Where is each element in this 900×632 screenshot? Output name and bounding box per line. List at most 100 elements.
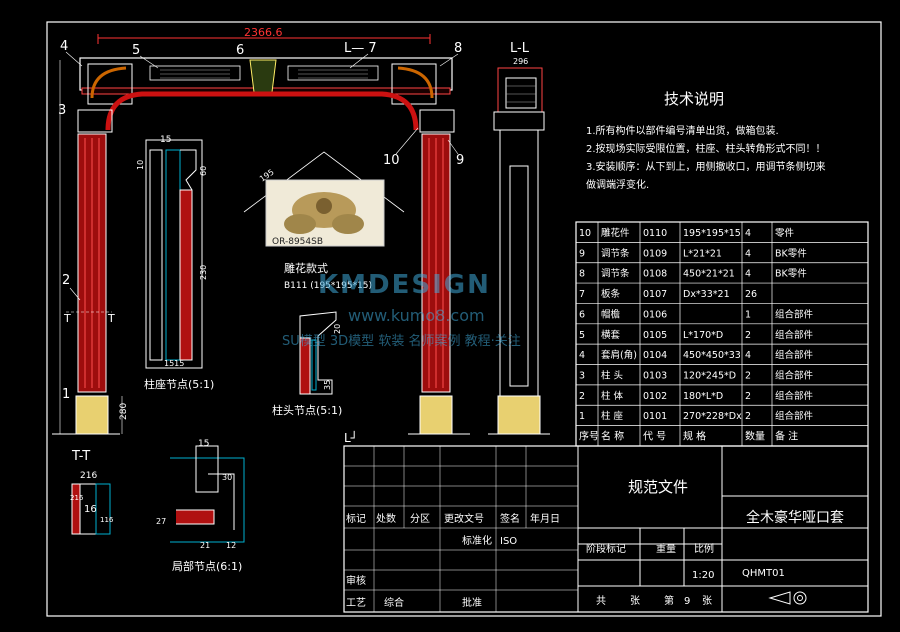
caption-capital-node: 柱头节点(5:1) (272, 403, 342, 417)
svg-text:第: 第 (664, 594, 674, 607)
sheet-border (46, 21, 882, 617)
table-cell: 柱 体 (601, 390, 624, 402)
cut-t-left: T (63, 312, 71, 325)
table-cell: 195*195*15 (683, 228, 741, 239)
svg-text:1515: 1515 (164, 359, 184, 368)
table-header-cell: 名 称 (601, 430, 624, 443)
svg-text:10: 10 (136, 160, 145, 170)
callouts: 4 5 6 L— 7 8 3 2 T T 1 10 9 (58, 39, 464, 402)
table-cell: 组合部件 (775, 349, 814, 361)
svg-text:9: 9 (684, 596, 690, 607)
ll-label: L-L (510, 41, 530, 56)
table-cell: BK零件 (775, 247, 807, 259)
table-cell: 组合部件 (775, 329, 814, 341)
table-cell: 板条 (601, 288, 621, 300)
right-base (419, 395, 453, 435)
svg-text:审核: 审核 (346, 574, 366, 587)
table-cell: 120*245*D (683, 371, 736, 382)
svg-text:工艺: 工艺 (346, 597, 366, 609)
table-cell: 6 (579, 309, 585, 320)
svg-text:16: 16 (84, 504, 97, 515)
table-cell: 横套 (601, 329, 621, 341)
svg-text:20: 20 (333, 324, 342, 334)
svg-text:27: 27 (156, 517, 166, 526)
svg-text:216: 216 (80, 471, 97, 481)
watermark-url: www.kumo8.com (348, 306, 485, 325)
table-header-cell: 备 注 (775, 430, 798, 443)
table-cell: 2 (745, 391, 751, 402)
svg-text:230: 230 (199, 265, 208, 280)
keystone (249, 59, 277, 93)
table-cell: 0107 (643, 289, 667, 300)
table-cell: 0104 (643, 350, 667, 361)
svg-text:60: 60 (199, 166, 208, 176)
table-cell: 4 (745, 248, 751, 259)
svg-text:更改文号: 更改文号 (444, 512, 484, 525)
svg-text:21: 21 (200, 541, 210, 550)
table-cell: 组合部件 (775, 308, 814, 320)
table-cell: 0105 (643, 330, 667, 341)
svg-text:比例: 比例 (694, 542, 714, 555)
doc-type: 规范文件 (628, 478, 688, 496)
l-mark-bottom: L┘ (344, 430, 358, 445)
tt-label: T-T (71, 449, 90, 464)
dim-top-width: 2366.6 (244, 26, 283, 39)
table-cell: 0110 (643, 228, 667, 239)
table-cell: 450*21*21 (683, 269, 735, 280)
drawing-code: QHMT01 (742, 568, 785, 579)
table-cell: 9 (579, 248, 585, 259)
table-cell: 帽檐 (601, 308, 621, 320)
table-cell: 8 (579, 269, 585, 280)
svg-text:116: 116 (100, 516, 114, 524)
table-cell: 0108 (643, 269, 667, 280)
table-cell: 450*450*33 (683, 350, 741, 361)
table-cell: Dx*33*21 (683, 289, 730, 300)
svg-text:阶段标记: 阶段标记 (586, 542, 626, 555)
watermark-brand: KMDESIGN (318, 270, 491, 300)
svg-text:2.按现场实际受限位置，柱座、柱头转角形式不同！！: 2.按现场实际受限位置，柱座、柱头转角形式不同！！ (586, 142, 826, 155)
svg-text:296: 296 (513, 57, 528, 66)
table-cell: L*21*21 (683, 248, 722, 259)
table-header-cell: 规 格 (683, 430, 706, 443)
svg-text:张: 张 (630, 595, 640, 607)
cut-t-right: T (107, 312, 115, 325)
project-name: 全木豪华哑口套 (746, 509, 844, 526)
table-cell: 4 (579, 350, 585, 361)
table-cell: 柱 头 (601, 370, 623, 382)
callout-7: L— 7 (344, 41, 377, 56)
callout-10: 10 (383, 153, 400, 168)
table-cell: 套肩(角) (601, 349, 637, 361)
table-cell: 组合部件 (775, 410, 814, 422)
carving-model: OR-8954SB (272, 237, 323, 247)
callout-2: 2 (62, 273, 70, 288)
table-cell: 1 (579, 411, 585, 422)
table-cell: 10 (579, 228, 591, 239)
ll-section: L-L 296 (488, 41, 550, 435)
carving-title: 雕花款式 (284, 261, 328, 275)
svg-text:共: 共 (596, 595, 606, 607)
svg-text:重量: 重量 (656, 542, 676, 555)
svg-text:30: 30 (222, 473, 232, 482)
left-base (75, 395, 109, 435)
table-cell: 雕花件 (601, 227, 630, 239)
table-cell: 组合部件 (775, 370, 814, 382)
table-cell: 0109 (643, 248, 667, 259)
table-cell: 组合部件 (775, 390, 814, 402)
caption-column-node: 柱座节点(5:1) (144, 377, 214, 391)
table-cell: 零件 (775, 227, 795, 239)
table-cell: 0106 (643, 309, 667, 320)
svg-text:15: 15 (198, 439, 209, 449)
table-cell: 7 (579, 289, 585, 300)
svg-text:216: 216 (70, 494, 84, 502)
table-cell: 270*228*Dx (683, 411, 742, 422)
callout-5: 5 (132, 43, 140, 58)
svg-text:12: 12 (226, 541, 236, 550)
table-header-cell: 数量 (745, 430, 765, 443)
table-cell: 2 (579, 391, 585, 402)
table-cell: 4 (745, 269, 751, 280)
svg-text:ISO: ISO (500, 536, 517, 547)
table-cell: 2 (745, 411, 751, 422)
